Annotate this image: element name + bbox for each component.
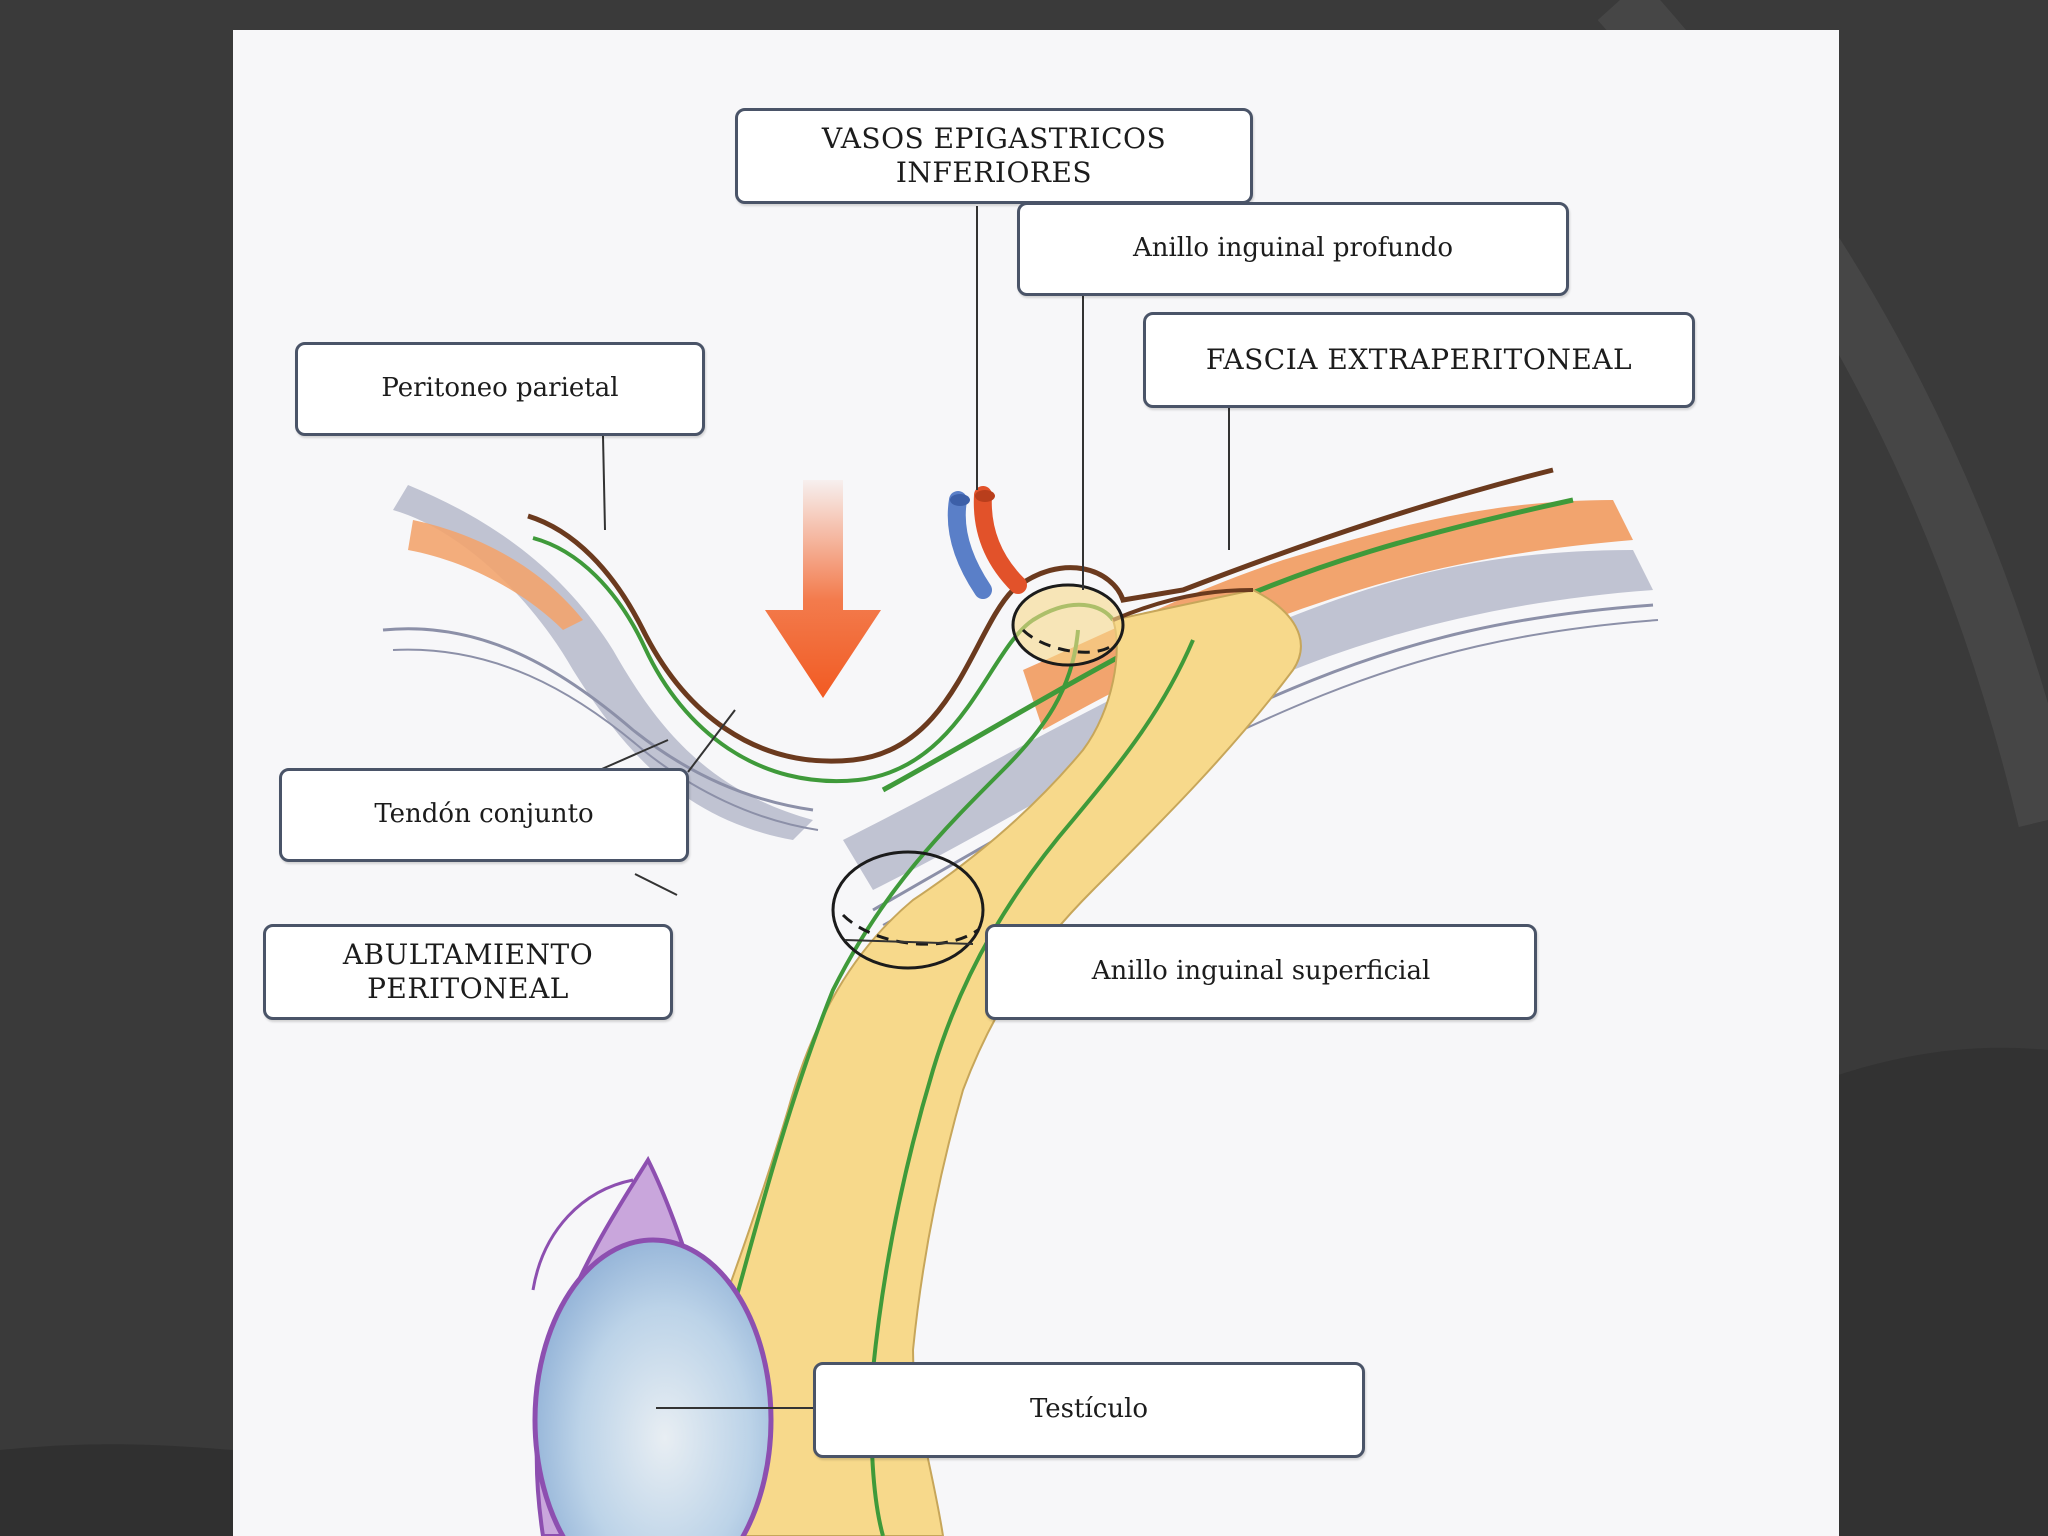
label-tendon-conjunto: Tendón conjunto <box>279 768 689 862</box>
label-anillo-inguinal-superficial: Anillo inguinal superficial <box>985 924 1537 1020</box>
superficial-ring-circle <box>831 850 985 970</box>
vessel-blue <box>947 491 992 599</box>
label-testiculo: Testículo <box>813 1362 1365 1458</box>
deep-ring-circle <box>1011 583 1125 667</box>
peritoneo-line <box>527 467 1554 764</box>
vessel-red <box>973 486 1027 594</box>
right-muscle <box>1023 500 1633 730</box>
testis-body <box>532 1237 774 1536</box>
label-anillo-inguinal-profundo: Anillo inguinal profundo <box>1017 202 1569 296</box>
label-vasos-epigastricos: VASOS EPIGASTRICOS INFERIORES <box>735 108 1253 204</box>
inguinal-anatomy-illustration <box>382 206 1659 1536</box>
label-fascia-extraperitoneal: FASCIA EXTRAPERITONEAL <box>1143 312 1695 408</box>
leader-lines <box>594 206 1230 1409</box>
label-peritoneo-parietal: Peritoneo parietal <box>295 342 705 436</box>
label-abultamiento-peritoneal: ABULTAMIENTO PERITONEAL <box>263 924 673 1020</box>
left-muscle <box>408 520 583 630</box>
left-fascia-fibers <box>382 627 814 812</box>
hernia-direction-arrow <box>765 480 881 698</box>
diagram-panel: VASOS EPIGASTRICOS INFERIORES Anillo ing… <box>233 30 1839 1536</box>
